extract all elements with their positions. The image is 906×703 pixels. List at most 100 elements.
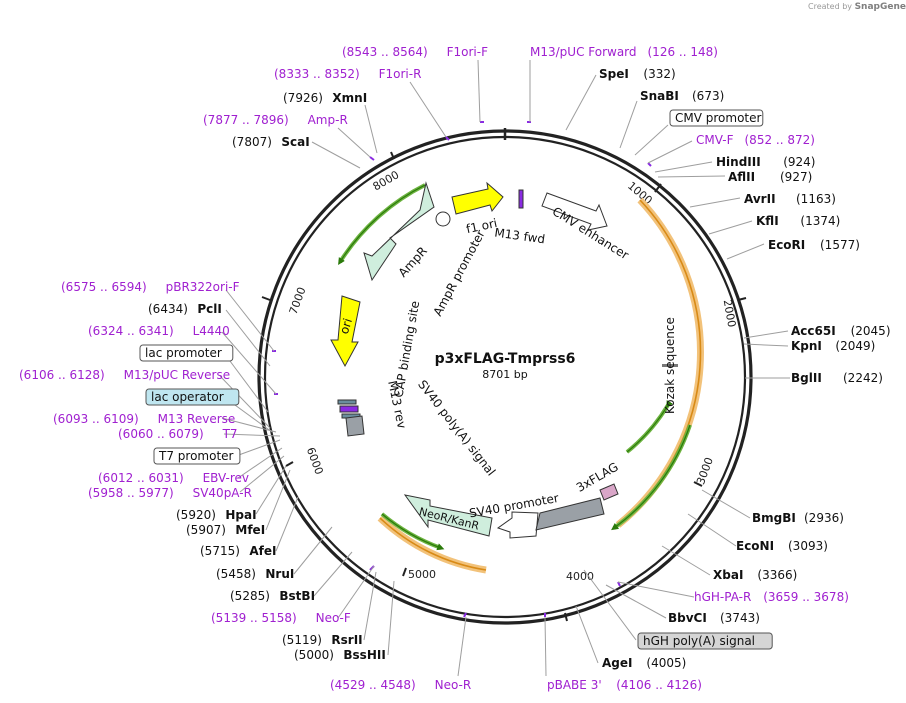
bsshii-pos: (5000) bbox=[294, 648, 334, 662]
ecori-pos: (1577) bbox=[820, 238, 860, 252]
label-hindiii[interactable]: HindIII(924) bbox=[716, 155, 815, 169]
pbabe3-range: (4106 .. 4126) bbox=[616, 678, 702, 692]
hpai-pos: (5920) bbox=[176, 508, 216, 522]
leader-econi bbox=[687, 513, 737, 547]
leader-hpai bbox=[255, 465, 287, 515]
label-f1ori-r[interactable]: (8333 .. 8352)F1ori-R bbox=[274, 67, 421, 81]
label-ebv-rev[interactable]: (6012 .. 6031)EBV-rev bbox=[98, 471, 249, 485]
pcli-pos: (6434) bbox=[148, 302, 188, 316]
label-bglii[interactable]: BglII(2242) bbox=[791, 371, 883, 385]
label-hgh-pa-r[interactable]: hGH-PA-R(3659 .. 3678) bbox=[694, 590, 849, 604]
feature-box-text-lac-operator: lac operator bbox=[151, 390, 224, 404]
label-neo-f[interactable]: (5139 .. 5158)Neo-F bbox=[211, 611, 351, 625]
leader-amp-r bbox=[337, 127, 371, 158]
hindiii-pos: (924) bbox=[783, 155, 815, 169]
tick-label-6000: 6000 bbox=[304, 446, 326, 477]
tick-label-4000: 4000 bbox=[566, 570, 594, 583]
label-econi[interactable]: EcoNI(3093) bbox=[736, 539, 828, 553]
label-snabi[interactable]: SnaBI(673) bbox=[640, 89, 724, 103]
tick-label-2000: 2000 bbox=[721, 298, 739, 328]
bsshii-name: BssHII bbox=[343, 648, 385, 662]
label-m13puc-fwd[interactable]: M13/pUC Forward(126 .. 148) bbox=[530, 45, 718, 59]
aflii-pos: (927) bbox=[780, 170, 812, 184]
leader-neo-r bbox=[457, 616, 467, 677]
scai-pos: (7807) bbox=[232, 135, 272, 149]
nrui-name: NruI bbox=[265, 567, 294, 581]
ampr-arrow bbox=[363, 181, 435, 282]
label-ecori[interactable]: EcoRI(1577) bbox=[768, 238, 860, 252]
tick-6000 bbox=[285, 461, 294, 467]
label-agei[interactable]: AgeI(4005) bbox=[602, 656, 686, 670]
label-avrii[interactable]: AvrII(1163) bbox=[744, 192, 836, 206]
leader-rsrii bbox=[363, 571, 377, 641]
leader-aflii bbox=[657, 175, 726, 178]
feature-box-text-lac-promoter: lac promoter bbox=[145, 346, 222, 360]
leader-scai bbox=[311, 141, 361, 169]
leader-pbabe bbox=[544, 616, 547, 677]
ebv-rev-name: EBV-rev bbox=[203, 471, 249, 485]
label-aflii[interactable]: AflII(927) bbox=[728, 170, 812, 184]
tick-3000 bbox=[693, 481, 703, 487]
label-l4440[interactable]: (6324 .. 6341)L4440 bbox=[88, 324, 230, 338]
label-f1ori-f[interactable]: (8543 .. 8564)F1ori-F bbox=[342, 45, 488, 59]
label-bstbi[interactable]: (5285)BstBI bbox=[230, 589, 315, 603]
xmni-name: XmnI bbox=[332, 91, 367, 105]
label-amp-r[interactable]: (7877 .. 7896)Amp-R bbox=[203, 113, 348, 127]
label-xmni[interactable]: (7926)XmnI bbox=[283, 91, 367, 105]
label-rsrii[interactable]: (5119)RsrII bbox=[282, 633, 363, 647]
flag-end-box bbox=[599, 483, 619, 501]
xbai-name: XbaI bbox=[713, 568, 743, 582]
kpni-name: KpnI bbox=[791, 339, 822, 353]
sv40-polya-arrow bbox=[345, 415, 365, 437]
label-afei[interactable]: (5715)AfeI bbox=[200, 544, 277, 558]
label-pcli[interactable]: (6434)PclI bbox=[148, 302, 222, 316]
label-t7-promoter[interactable]: T7 promoter bbox=[153, 447, 241, 465]
label-bmgbi[interactable]: BmgBI(2936) bbox=[752, 511, 844, 525]
label-sv40pa-r[interactable]: (5958 .. 5977)SV40pA-R bbox=[88, 486, 252, 500]
mark-amp-r bbox=[369, 156, 375, 161]
l4440-name: L4440 bbox=[193, 324, 230, 338]
mfei-pos: (5907) bbox=[186, 523, 226, 537]
xbai-pos: (3366) bbox=[757, 568, 797, 582]
leader-bsshii bbox=[387, 580, 395, 656]
m13puc-rev-range: (6106 .. 6128) bbox=[19, 368, 105, 382]
orf-arrow-bottom-core bbox=[381, 513, 445, 551]
neo-f-range: (5139 .. 5158) bbox=[211, 611, 297, 625]
label-hpai[interactable]: (5920)HpaI bbox=[176, 508, 257, 522]
label-cmv-promoter[interactable]: CMV promoter bbox=[669, 109, 764, 127]
label-bbvci[interactable]: BbvCI(3743) bbox=[668, 611, 760, 625]
ampr-promoter-node bbox=[435, 211, 451, 227]
label-scai[interactable]: (7807)ScaI bbox=[232, 135, 310, 149]
leader-nrui bbox=[293, 526, 333, 575]
leader-f1ori-f bbox=[477, 59, 481, 123]
label-nrui[interactable]: (5458)NruI bbox=[216, 567, 294, 581]
label-kpni[interactable]: KpnI(2049) bbox=[791, 339, 875, 353]
label-mfei[interactable]: (5907)MfeI bbox=[186, 523, 265, 537]
label-pbabe3[interactable]: pBABE 3'(4106 .. 4126) bbox=[547, 678, 702, 692]
label-acc65i[interactable]: Acc65I(2045) bbox=[791, 324, 891, 338]
mark-neo-r bbox=[463, 612, 467, 618]
label-t7[interactable]: (6060 .. 6079)T7 bbox=[118, 427, 238, 441]
label-hgh-polya[interactable]: hGH poly(A) signal bbox=[637, 632, 773, 650]
feature-box-hgh-polya bbox=[637, 632, 773, 650]
feature-box-cmv-promoter bbox=[669, 109, 764, 127]
label-pbr322ori-f[interactable]: (6575 .. 6594)pBR322ori-F bbox=[61, 280, 240, 294]
label-cmv-f[interactable]: CMV-F(852 .. 872) bbox=[696, 133, 815, 147]
label-kfli[interactable]: KflI(1374) bbox=[756, 214, 840, 228]
label-lac-operator[interactable]: lac operator bbox=[145, 388, 240, 406]
label-lac-promoter[interactable]: lac promoter bbox=[139, 344, 234, 362]
label-neo-r[interactable]: (4529 .. 4548)Neo-R bbox=[330, 678, 471, 692]
label-spei[interactable]: SpeI(332) bbox=[599, 67, 676, 81]
sv40-promoter-arrow bbox=[496, 511, 539, 539]
leader-t7 bbox=[223, 433, 281, 437]
feature-box-text-hgh-polya: hGH poly(A) signal bbox=[643, 634, 755, 648]
label-xbai[interactable]: XbaI (3366) bbox=[713, 568, 797, 582]
snabi-pos: (673) bbox=[692, 89, 724, 103]
label-m13puc-rev[interactable]: (6106 .. 6128)M13/pUC Reverse bbox=[19, 368, 230, 382]
label-m13-reverse[interactable]: (6093 .. 6109)M13 Reverse bbox=[53, 412, 235, 426]
m13puc-fwd-name: M13/pUC Forward bbox=[530, 45, 637, 59]
label-bsshii[interactable]: (5000) BssHII bbox=[294, 648, 386, 662]
leader-ebv-rev bbox=[237, 447, 283, 479]
agei-pos: (4005) bbox=[646, 656, 686, 670]
